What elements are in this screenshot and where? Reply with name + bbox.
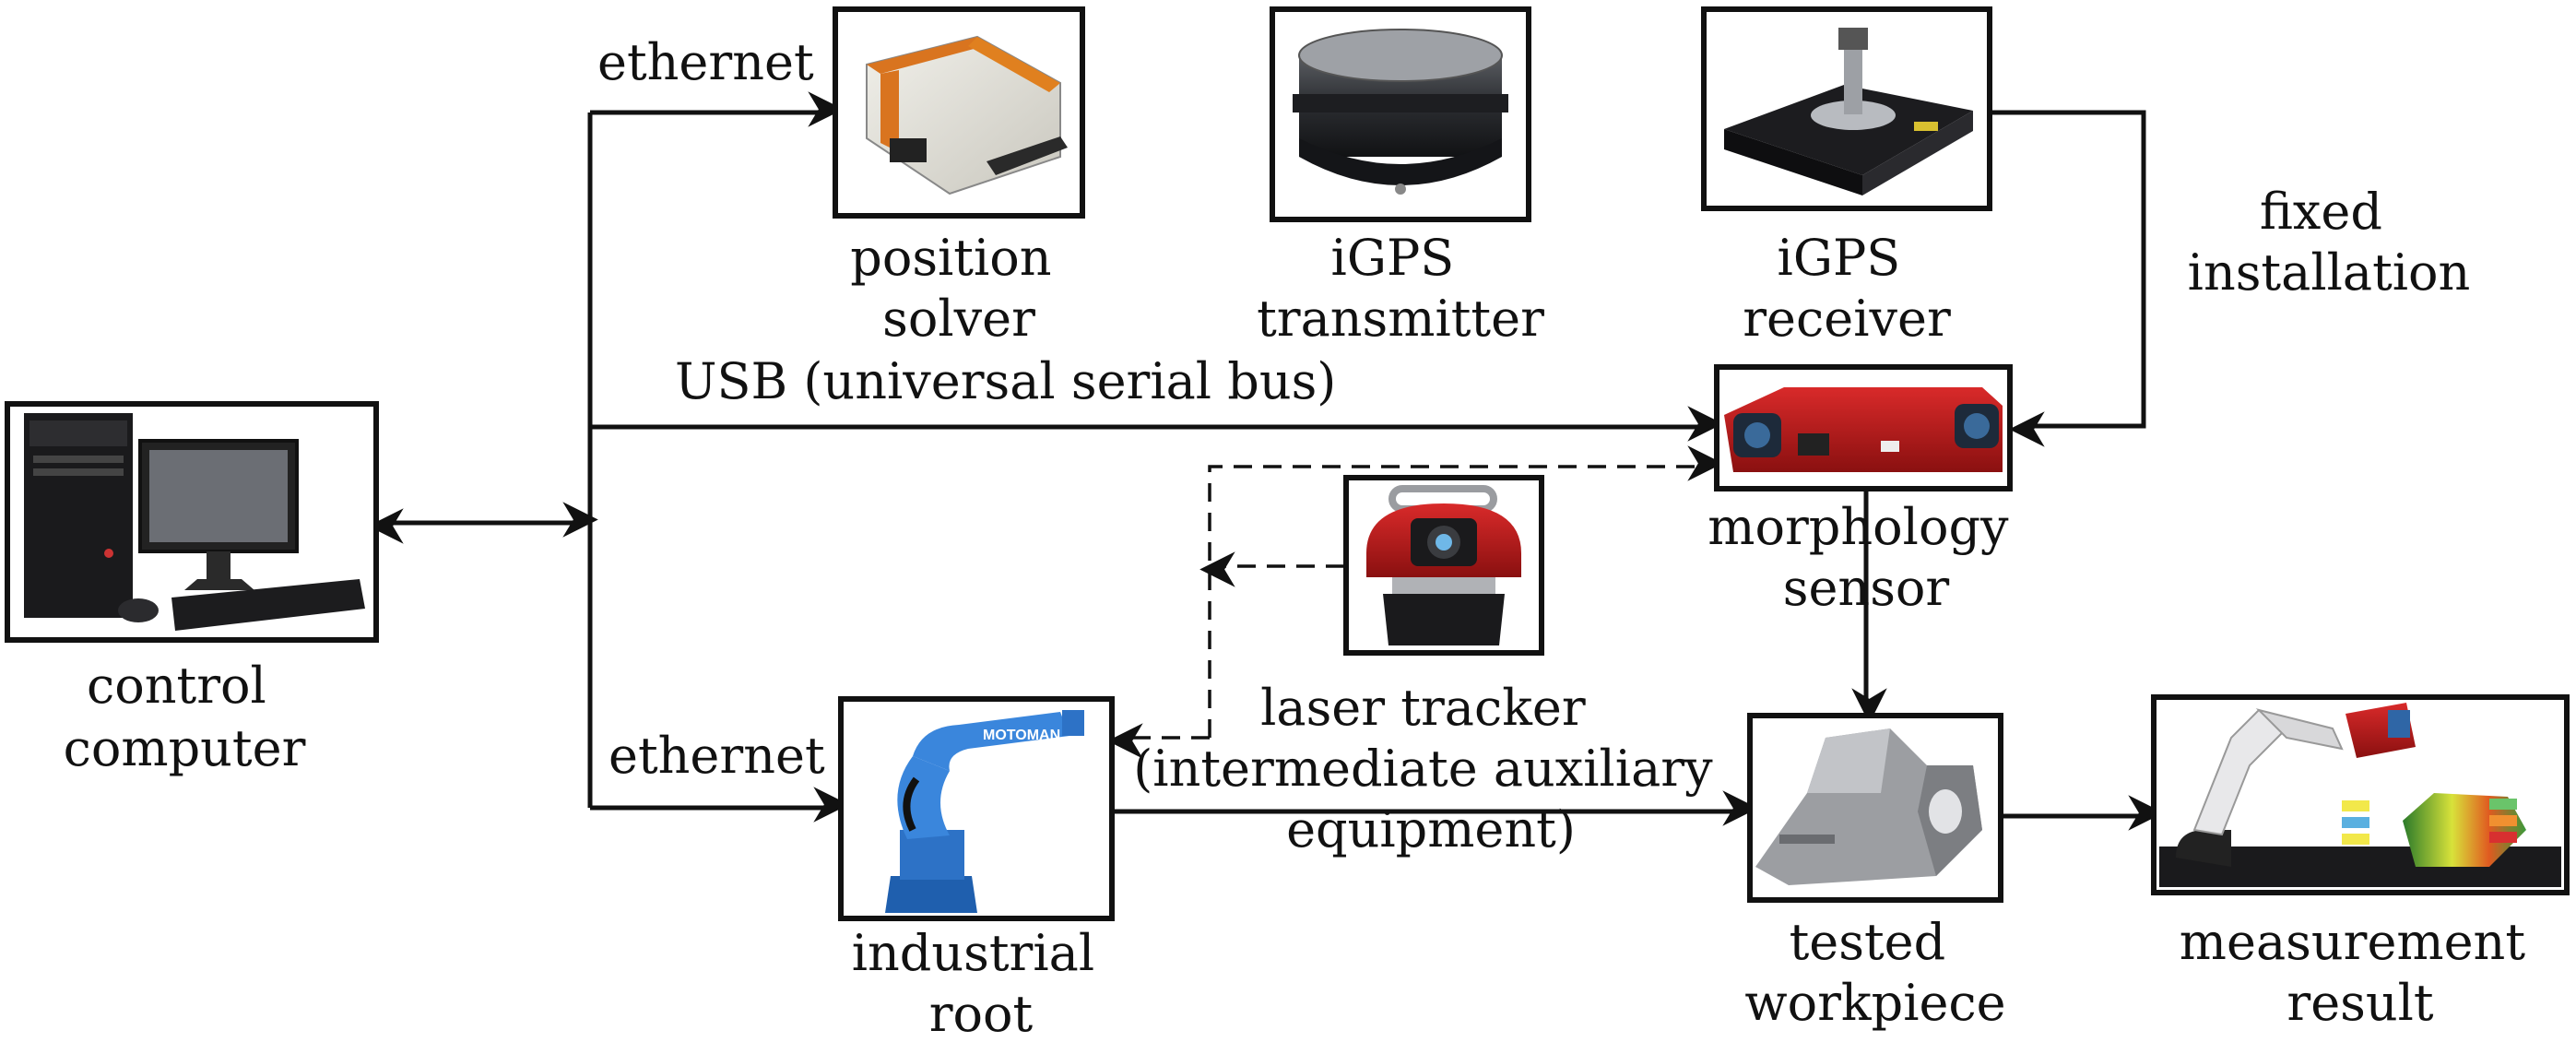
position-solver-label: position solver	[850, 229, 1068, 348]
igps-receiver	[1701, 6, 1992, 211]
position-solver	[833, 6, 1085, 219]
tested-workpiece	[1747, 713, 2003, 903]
industrial-robot: MOTOMAN	[838, 696, 1115, 921]
igps-transmitter	[1270, 6, 1531, 222]
laser-tracker-label: laser tracker (intermediate auxiliary eq…	[1133, 679, 1729, 858]
fixed-installation-label: fixed installation	[2188, 183, 2471, 302]
dashed-to-sensor-arrow	[1208, 445, 1723, 738]
control-computer-label: control computer	[64, 657, 306, 777]
ethernet-bottom-label: ethernet	[609, 727, 825, 785]
usb-label: USB (universal serial bus)	[675, 352, 1336, 410]
industrial-robot-label: industrial root	[852, 924, 1111, 1042]
fixed-installation-arrow	[1991, 110, 2146, 447]
connections	[368, 91, 2164, 831]
control-computer	[5, 401, 379, 643]
ethernet-top-label: ethernet	[597, 33, 814, 91]
measurement-result	[2151, 694, 2570, 895]
laser-tracker	[1343, 475, 1544, 656]
measurement-result-label: measurement result	[2180, 913, 2541, 1032]
robot-brand-text: MOTOMAN	[983, 728, 1060, 743]
morphology-sensor	[1714, 364, 2013, 491]
igps-receiver-label: iGPS receiver	[1743, 229, 1951, 348]
igps-transmitter-label: iGPS transmitter	[1257, 229, 1544, 348]
tested-workpiece-label: tested workpiece	[1744, 913, 2005, 1032]
morphology-sensor-label: morphology sensor	[1707, 498, 2024, 617]
